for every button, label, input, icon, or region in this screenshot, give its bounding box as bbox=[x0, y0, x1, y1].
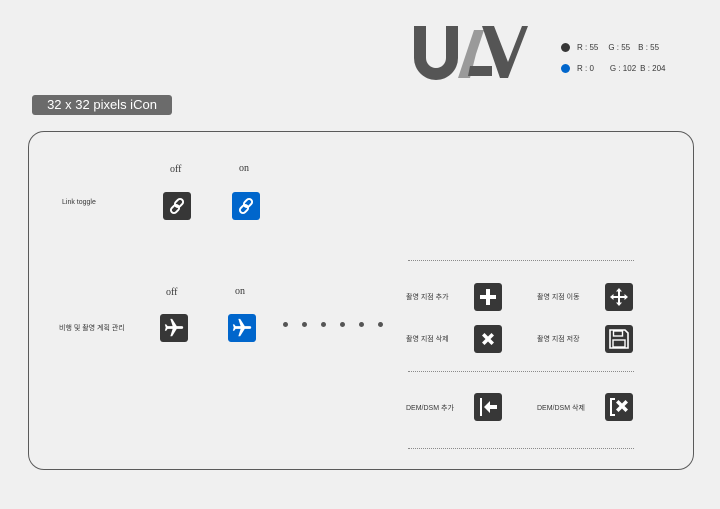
flight-on-label: on bbox=[235, 286, 245, 297]
plus-icon bbox=[480, 289, 496, 305]
floppy-disk-icon bbox=[609, 329, 629, 349]
link-icon bbox=[169, 197, 185, 215]
add-point-button[interactable] bbox=[474, 283, 502, 311]
add-point-label: 촬영 지점 추가 bbox=[406, 294, 449, 301]
swatch-dark: R : 55 G : 55 B : 55 bbox=[561, 43, 659, 52]
continuation-dots bbox=[283, 322, 383, 327]
save-point-label: 촬영 지점 저장 bbox=[537, 336, 580, 343]
delete-point-button[interactable] bbox=[474, 325, 502, 353]
link-icon bbox=[238, 197, 254, 215]
swatch-blue: R : 0 G : 102 B : 204 bbox=[561, 64, 666, 73]
uav-logo bbox=[414, 26, 528, 80]
flight-plan-label: 비행 및 촬영 계획 관리 bbox=[59, 325, 125, 332]
airplane-icon bbox=[232, 318, 252, 337]
link-toggle-label: Link toggle bbox=[62, 199, 96, 206]
dark-color-dot bbox=[561, 43, 570, 52]
flight-plan-off-button[interactable] bbox=[160, 314, 188, 342]
import-arrow-icon bbox=[480, 398, 497, 416]
icon-panel bbox=[28, 131, 694, 470]
move-point-button[interactable] bbox=[605, 283, 633, 311]
close-icon bbox=[482, 333, 494, 345]
dem-add-label: DEM/DSM 추가 bbox=[406, 405, 454, 412]
save-point-button[interactable] bbox=[605, 325, 633, 353]
airplane-icon bbox=[164, 318, 184, 337]
dem-delete-button[interactable] bbox=[605, 393, 633, 421]
page-title: 32 x 32 pixels iCon bbox=[32, 95, 172, 115]
flight-plan-on-button[interactable] bbox=[228, 314, 256, 342]
divider bbox=[408, 260, 634, 261]
divider bbox=[408, 448, 634, 449]
dem-add-button[interactable] bbox=[474, 393, 502, 421]
link-on-label: on bbox=[239, 163, 249, 174]
flight-off-label: off bbox=[166, 287, 178, 298]
dem-delete-label: DEM/DSM 삭제 bbox=[537, 405, 585, 412]
blue-color-dot bbox=[561, 64, 570, 73]
link-toggle-on-button[interactable] bbox=[232, 192, 260, 220]
move-arrows-icon bbox=[610, 288, 628, 306]
delete-point-label: 촬영 지점 삭제 bbox=[406, 336, 449, 343]
link-off-label: off bbox=[170, 164, 182, 175]
link-toggle-off-button[interactable] bbox=[163, 192, 191, 220]
bracket-close-icon bbox=[610, 398, 628, 416]
divider bbox=[408, 371, 634, 372]
move-point-label: 촬영 지점 이동 bbox=[537, 294, 580, 301]
